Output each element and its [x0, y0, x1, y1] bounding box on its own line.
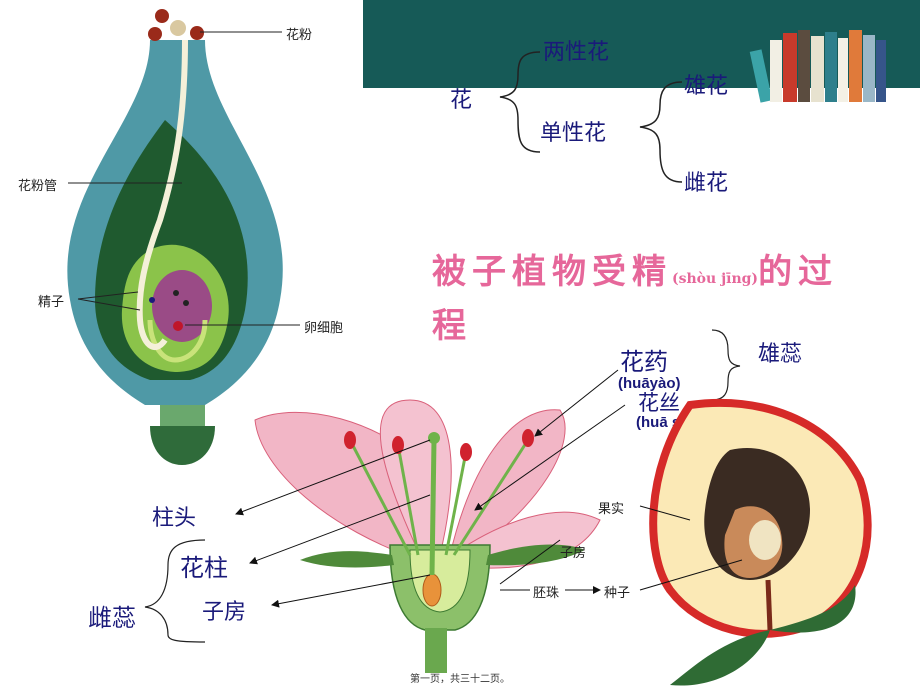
sperm-label: 精子 — [38, 295, 65, 310]
unisexual-flower-label: 单性花 — [540, 121, 607, 146]
female-flower-label: 雌花 — [684, 171, 729, 196]
stamen-label: 雄蕊 — [758, 342, 803, 367]
bisexual-flower-label: 两性花 — [543, 40, 610, 65]
pollen-label: 花粉 — [286, 28, 313, 43]
title-main: 被子植物受精 — [432, 252, 672, 292]
male-flower-label: 雄花 — [684, 74, 729, 99]
page-title: 被子植物受精(shòu jīng)的过 — [432, 244, 838, 293]
seed-label: 种子 — [604, 586, 631, 601]
page-footer: 第一页，共三十二页。 — [410, 674, 510, 685]
title-line2: 程 — [432, 306, 472, 346]
filament-label: 花丝 — [638, 391, 680, 415]
ovule-label: 胚珠 — [533, 586, 560, 601]
pistil-label: 雌蕊 — [88, 604, 136, 632]
pollen-tube-label: 花粉管 — [18, 179, 58, 194]
title-pinyin: (shòu jīng) — [672, 271, 759, 287]
flower-label: 花 — [450, 88, 473, 113]
anther-pinyin: (huāyào) — [618, 375, 681, 392]
fruit-ovary-label: 子房 — [560, 546, 587, 561]
ovary-label: 子房 — [202, 600, 247, 625]
fruit-label: 果实 — [598, 502, 625, 517]
style-label: 花柱 — [180, 554, 228, 582]
title-tail: 的过 — [758, 252, 839, 292]
anther-label: 花药 — [620, 348, 668, 376]
egg-cell-label: 卵细胞 — [304, 321, 344, 336]
stigma-label: 柱头 — [152, 506, 197, 531]
